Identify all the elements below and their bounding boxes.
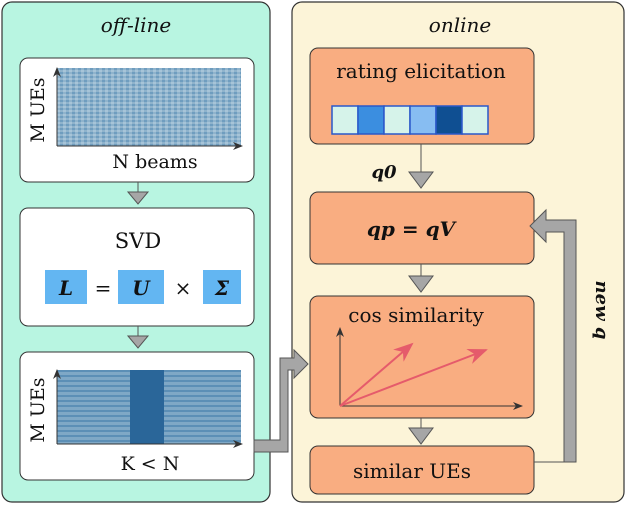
arrow-projection-to-cos (408, 264, 434, 293)
svd-equals: = (95, 276, 112, 300)
similar-ues-title: similar UEs (353, 459, 471, 483)
matrix2-y-label: M UEs (27, 377, 49, 442)
svd-u-block (118, 270, 164, 304)
rating-cell (383, 105, 411, 135)
q0-label: q0 (371, 162, 397, 183)
matrix1-y-label: M UEs (27, 77, 49, 142)
cos-similarity-box (309, 295, 535, 419)
rating-elicitation-title: rating elicitation (336, 59, 506, 83)
arrow-matrix-to-svd (126, 182, 150, 205)
rating-cell (461, 105, 489, 135)
latent-matrix-dominant-band (130, 370, 164, 444)
svd-sigma-block (203, 270, 241, 304)
offline-title: off-line (101, 13, 171, 37)
arrow-cos-to-similar (408, 418, 434, 445)
svd-box (19, 207, 255, 327)
arrow-svd-to-latent (126, 326, 150, 349)
rating-vector (331, 105, 489, 135)
feedback-arrow (529, 208, 577, 463)
arrow-latent-to-cos (253, 348, 309, 453)
rating-cell (357, 105, 385, 135)
rating-cell (331, 105, 359, 135)
matrix1-x-label: N beams (112, 151, 197, 173)
svd-l-label: L (58, 276, 73, 300)
online-title: online (429, 13, 491, 37)
svd-sigma-label: Σ (214, 276, 230, 300)
svd-u-label: U (132, 276, 151, 300)
vector-query (339, 342, 414, 407)
vector-ue (339, 348, 488, 407)
svd-l-block (45, 270, 87, 304)
matrix2-x-label: K < N (121, 453, 180, 475)
cos-similarity-title: cos similarity (348, 303, 484, 327)
svd-title: SVD (115, 229, 161, 253)
svd-times: × (175, 276, 192, 300)
rating-cell (409, 105, 437, 135)
projection-formula: qp = qV (367, 217, 458, 241)
feedback-label: new q (591, 281, 612, 340)
similar-ues-box (309, 445, 535, 495)
rating-matrix-heatmap (57, 68, 241, 146)
arrow-elicitation-to-projection (408, 144, 434, 189)
rating-cell (435, 105, 463, 135)
